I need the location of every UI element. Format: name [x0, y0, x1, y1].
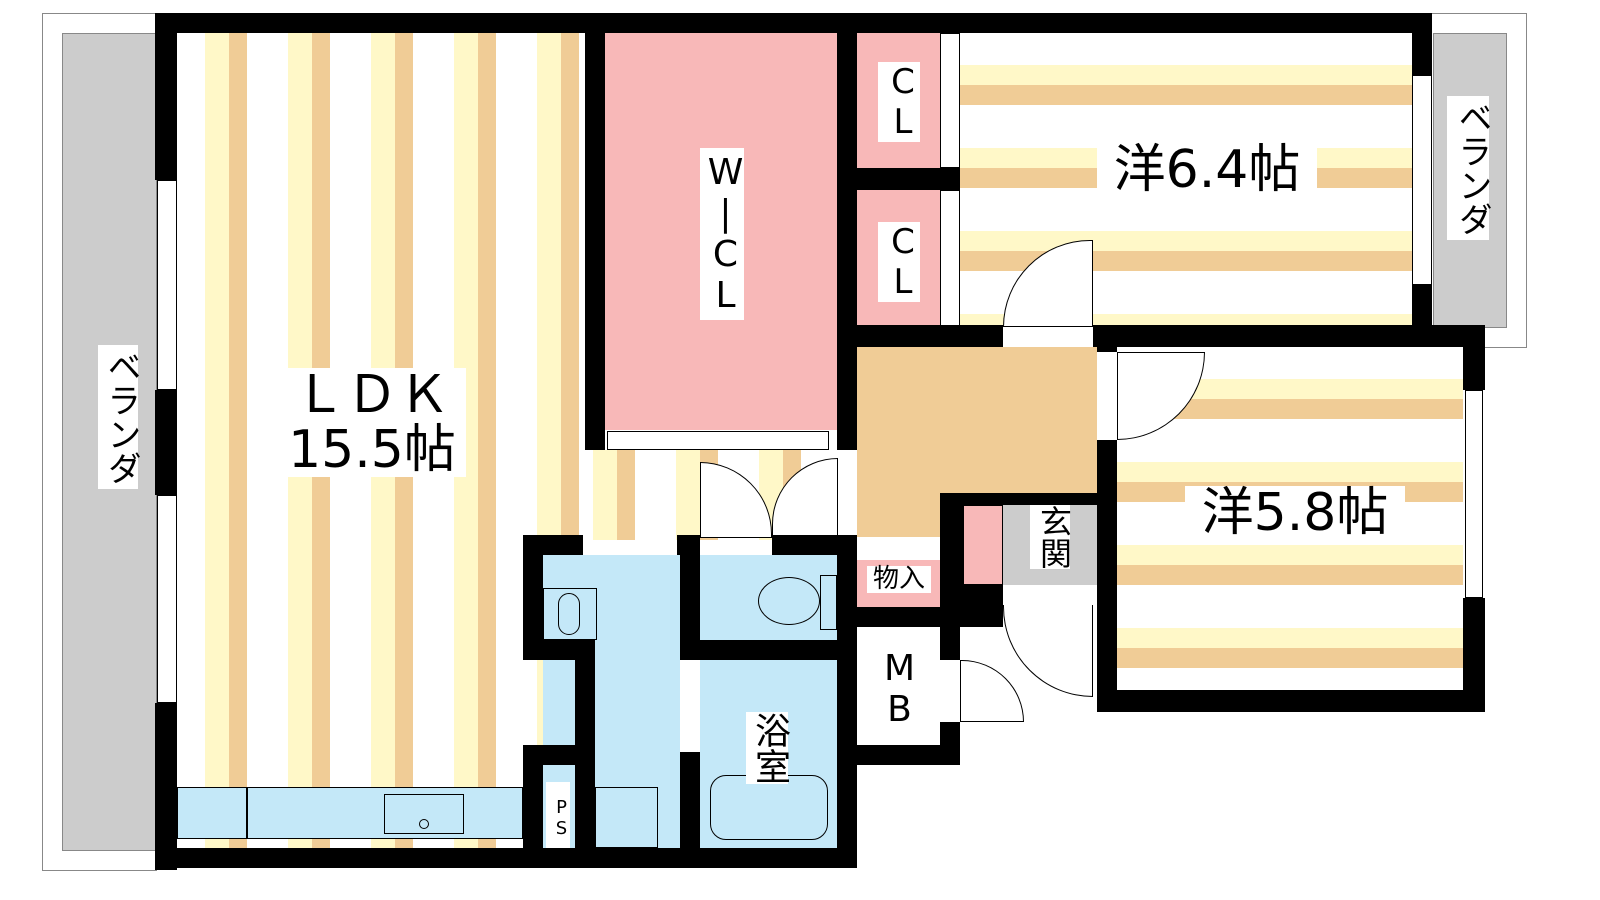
toilet-icon	[758, 577, 820, 625]
entrance-label: 玄関	[1030, 505, 1073, 569]
bathtub-icon	[710, 775, 828, 840]
wcl-sliding-door[interactable]	[607, 431, 829, 450]
ldk-window-lower[interactable]	[157, 495, 177, 703]
washbasin-icon	[543, 588, 597, 640]
bath-label: 浴室	[746, 712, 790, 784]
western-1-window[interactable]	[1412, 75, 1432, 285]
western-2-window[interactable]	[1465, 390, 1483, 598]
kitchen-counter	[177, 787, 523, 839]
balcony-left-label: ベランダ	[98, 345, 141, 489]
sink	[384, 794, 464, 834]
wcl-label: W|CL	[700, 148, 746, 320]
closet-door-top[interactable]	[940, 33, 960, 168]
closet-door-bottom[interactable]	[940, 190, 960, 327]
storage-label: 物入	[867, 565, 931, 594]
ldk-label: ＬＤＫ 15.5帖	[278, 368, 466, 478]
cl-top-label: CL	[878, 62, 923, 142]
shoe-cabinet	[963, 505, 1003, 585]
western-room-2-label: 洋5.8帖	[1185, 486, 1405, 541]
entry-door[interactable]	[1003, 605, 1093, 697]
mb-label: MB	[872, 648, 920, 730]
mb-door[interactable]	[960, 660, 1024, 722]
cl-bottom-label: CL	[878, 222, 923, 302]
western-room-1-label: 洋6.4帖	[1097, 143, 1317, 198]
ldk-window-upper[interactable]	[157, 180, 177, 390]
balcony-right-label: ベランダ	[1447, 96, 1492, 240]
toilet-tank	[820, 575, 837, 630]
washing-machine-area	[595, 787, 658, 848]
ps-label: PS	[546, 782, 572, 848]
